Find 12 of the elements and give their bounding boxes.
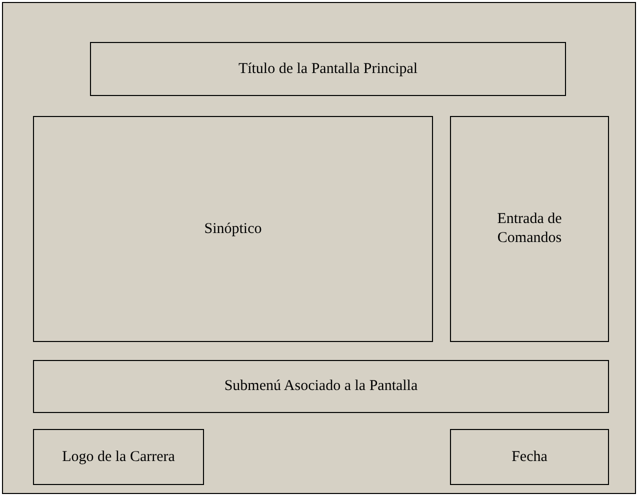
region-label: Entrada de Comandos [496,210,563,248]
layout-region [33,360,609,413]
layout-region [90,42,566,96]
region-label: Submenú Asociado a la Pantalla [224,377,418,396]
region-label: Título de la Pantalla Principal [238,60,418,78]
layout-region [450,116,609,342]
layout-region [33,429,204,485]
layout-region [450,429,609,485]
region-label: Logo de la Carrera [62,448,175,466]
region-label: Sinóptico [204,220,262,238]
region-label: Fecha [512,448,548,466]
layout-region [33,116,433,342]
